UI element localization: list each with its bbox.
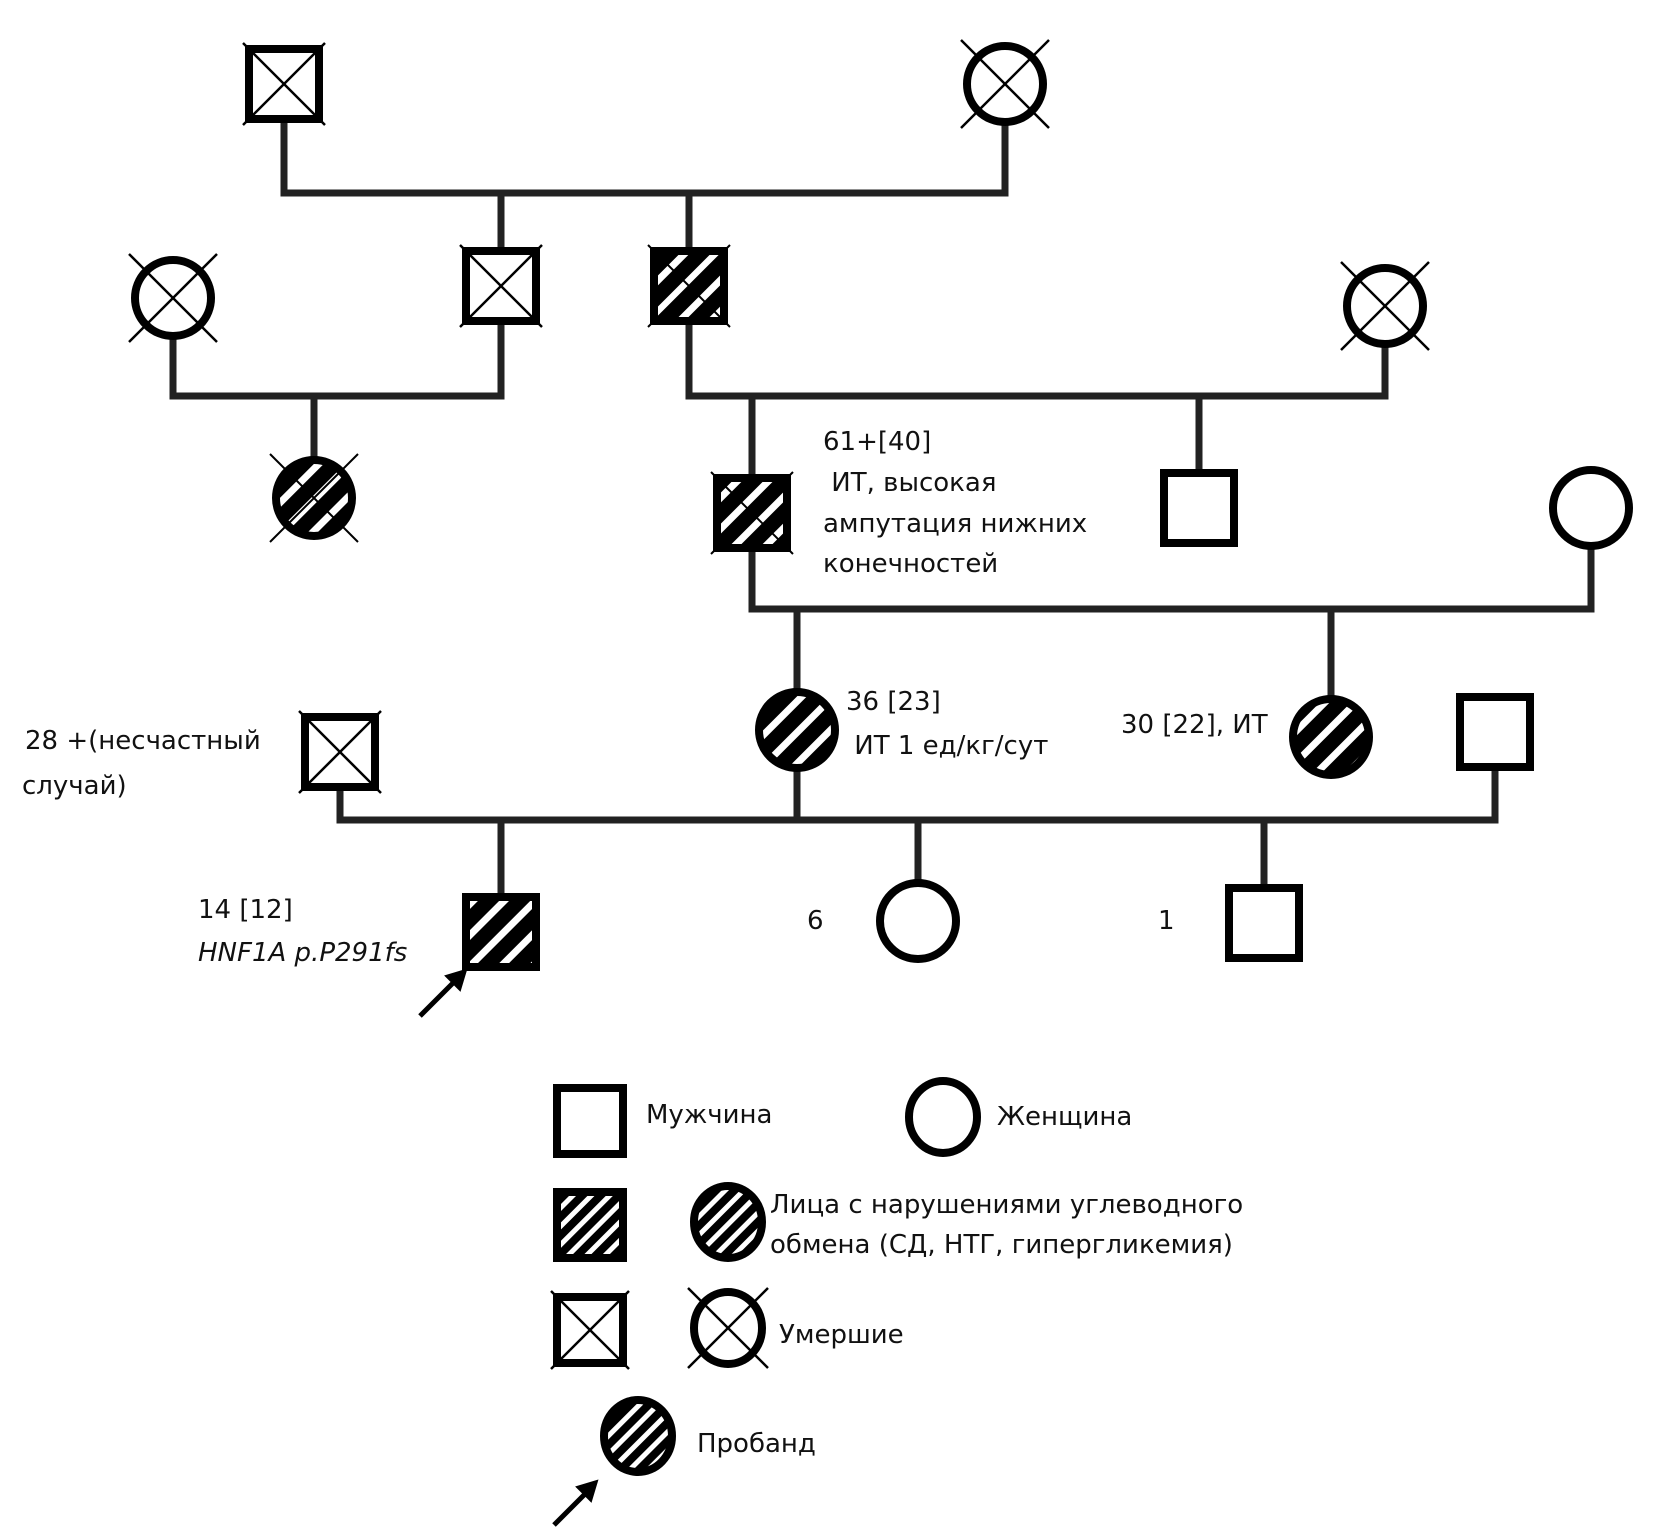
legend-label-female: Женщина <box>997 1102 1132 1132</box>
individual-g3-male-affected <box>710 471 794 555</box>
deceased-slash <box>687 1287 769 1369</box>
square-shape <box>1225 884 1303 962</box>
individual-g5-proband <box>462 893 540 971</box>
label-g5-son: 1 <box>1158 906 1175 936</box>
individual-g2-female-right <box>1340 261 1430 351</box>
label-g5-daughter: 6 <box>807 906 824 936</box>
individual-g5-daughter <box>876 879 960 963</box>
individual-g4-aunt <box>1289 695 1373 779</box>
circle-shape <box>690 1182 766 1262</box>
individual-g4-male-spouse1 <box>298 710 382 794</box>
legend-label-affected-line1: Лица с нарушениями углеводного <box>770 1190 1243 1220</box>
circle-shape <box>1289 695 1373 779</box>
label-g4-mother-line2: ИТ 1 ед/кг/сут <box>846 731 1048 761</box>
label-g4-aunt: 30 [22], ИТ <box>1121 710 1268 740</box>
deceased-slash <box>960 39 1050 129</box>
deceased-slash <box>710 471 794 555</box>
label-g3-male-affected-line2: ИТ, высокая <box>823 468 996 498</box>
individual-labels: 61+[40] ИТ, высокая ампутация нижних кон… <box>22 427 1268 968</box>
individual-g1-female <box>960 39 1050 129</box>
individual-g3-male <box>1160 469 1238 547</box>
deceased-slash <box>550 1290 630 1370</box>
deceased-slash <box>1340 261 1430 351</box>
legend-proband-arrow-icon <box>552 1479 599 1527</box>
individual-g2-female-left <box>128 253 218 343</box>
individual-g3-female-spouse <box>1549 466 1633 550</box>
legend-deceased-female-icon <box>687 1287 769 1369</box>
individual-g3-female-affected <box>269 453 359 543</box>
legend-affected-female-icon <box>690 1182 766 1262</box>
label-g4-mother-line1: 36 [23] <box>846 687 941 717</box>
circle-shape <box>905 1077 981 1157</box>
legend: Мужчина Женщина Лица с нарушениями углев… <box>550 1077 1243 1527</box>
label-proband-line1: 14 [12] <box>198 895 293 925</box>
individual-g4-male-spouse2 <box>1456 693 1534 771</box>
label-proband-line2: HNF1A p.P291fs <box>198 938 407 968</box>
deceased-slash <box>269 453 359 543</box>
square-shape <box>1456 693 1534 771</box>
legend-symbols <box>550 1077 981 1476</box>
square-shape <box>462 893 540 971</box>
individual-g1-male <box>242 42 326 126</box>
circle-shape <box>755 688 839 772</box>
square-shape <box>1160 469 1238 547</box>
square-shape <box>553 1188 627 1262</box>
pedigree-connectors <box>169 110 1595 902</box>
label-g3-male-affected-line1: 61+[40] <box>823 427 931 457</box>
legend-label-deceased: Умершие <box>779 1320 904 1350</box>
individual-g2-male-left <box>459 244 543 328</box>
label-g4-spouse1-line2: случай) <box>22 771 127 801</box>
legend-label-affected-line2: обмена (СД, НТГ, гипергликемия) <box>770 1230 1233 1260</box>
label-g3-male-affected-line3: ампутация нижних <box>823 509 1087 539</box>
deceased-slash <box>647 244 731 328</box>
circle-shape <box>876 879 960 963</box>
individual-g2-male-affected <box>647 244 731 328</box>
legend-label-male: Мужчина <box>646 1100 772 1130</box>
proband-arrow-icon <box>418 968 468 1018</box>
individual-g4-mother <box>755 688 839 772</box>
label-g3-male-affected-line4: конечностей <box>823 549 998 579</box>
legend-label-proband: Пробанд <box>697 1429 816 1459</box>
individuals <box>128 39 1633 971</box>
circle-shape <box>1549 466 1633 550</box>
square-shape <box>553 1084 627 1158</box>
deceased-slash <box>298 710 382 794</box>
deceased-slash <box>242 42 326 126</box>
individual-g5-son <box>1225 884 1303 962</box>
legend-male-icon <box>553 1084 627 1158</box>
legend-female-icon <box>905 1077 981 1157</box>
label-g4-spouse1-line1: 28 +(несчастный <box>25 726 261 756</box>
legend-deceased-male-icon <box>550 1290 630 1370</box>
legend-affected-male-icon <box>553 1188 627 1262</box>
deceased-slash <box>128 253 218 343</box>
circle-shape <box>600 1396 676 1476</box>
deceased-slash <box>459 244 543 328</box>
legend-proband-icon <box>600 1396 676 1476</box>
